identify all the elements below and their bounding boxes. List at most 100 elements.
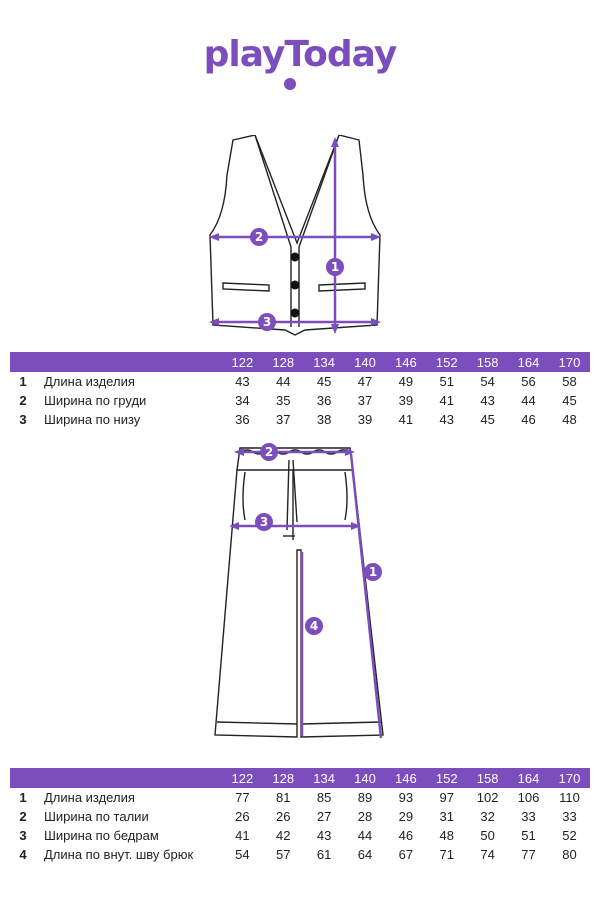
cell-value: 46 (521, 412, 536, 427)
cell-value: 102 (476, 790, 499, 805)
cell-value: 85 (316, 790, 332, 805)
row-label: Ширина по талии (43, 809, 149, 824)
vest-marker-2: 2 (250, 228, 268, 246)
vest-marker-1: 1 (326, 258, 344, 276)
row-number: 2 (19, 809, 27, 824)
row-label: Ширина по груди (43, 393, 147, 408)
pants-marker-2: 2 (260, 443, 278, 461)
svg-text:3: 3 (263, 315, 271, 329)
cell-value: 46 (398, 828, 414, 843)
size-header: 140 (344, 768, 386, 788)
vest-button-2 (290, 280, 300, 290)
size-header: 170 (548, 352, 590, 372)
table-row: 1 Длина изделия 77 81 85 89 93 97 102 10… (10, 788, 590, 807)
size-header: 158 (467, 768, 509, 788)
cell-value: 52 (562, 828, 577, 843)
cell-value: 77 (521, 847, 536, 862)
size-header: 152 (426, 768, 468, 788)
cell-value: 26 (235, 809, 250, 824)
cell-value: 36 (235, 412, 250, 427)
cell-value: 44 (521, 393, 536, 408)
size-header: 122 (221, 352, 263, 372)
pants-marker-1: 1 (364, 563, 382, 581)
pants-marker-3: 3 (255, 513, 273, 531)
pants-size-table: 122 128 134 140 146 152 158 164 170 1 Дл… (10, 768, 590, 864)
svg-text:2: 2 (265, 445, 273, 459)
cell-value: 43 (316, 828, 332, 843)
vest-button-3 (290, 308, 300, 318)
cell-value: 45 (316, 374, 332, 389)
cell-value: 38 (316, 412, 332, 427)
row-number: 1 (19, 374, 27, 389)
pants-drawing: 1 2 3 4 (205, 440, 395, 750)
cell-value: 110 (559, 790, 580, 805)
svg-text:4: 4 (310, 619, 318, 633)
size-header: 152 (426, 352, 468, 372)
cell-value: 27 (316, 809, 332, 824)
cell-value: 74 (480, 847, 495, 862)
cell-value: 58 (562, 374, 577, 389)
vest-button-1 (290, 252, 300, 262)
cell-value: 37 (357, 393, 373, 408)
size-header: 128 (262, 768, 304, 788)
vest-size-table: 122 128 134 140 146 152 158 164 170 1 Дл… (10, 352, 590, 429)
row-label: Длина изделия (43, 374, 135, 389)
row-label: Длина по внут. шву брюк (43, 847, 194, 862)
row-number: 3 (19, 412, 27, 427)
cell-value: 45 (562, 393, 577, 408)
cell-value: 80 (562, 847, 577, 862)
size-header: 134 (303, 352, 345, 372)
row-label: Длина изделия (43, 790, 135, 805)
logo-dot (284, 78, 296, 90)
svg-text:2: 2 (255, 230, 263, 244)
cell-value: 50 (480, 828, 495, 843)
cell-value: 89 (357, 790, 373, 805)
svg-text:1: 1 (369, 565, 377, 579)
size-header: 170 (548, 768, 590, 788)
row-number: 2 (19, 393, 27, 408)
cell-value: 43 (480, 393, 495, 408)
cell-value: 36 (316, 393, 332, 408)
cell-value: 29 (398, 809, 414, 824)
cell-value: 32 (480, 809, 495, 824)
pants-marker-4: 4 (305, 617, 323, 635)
table-row: 2 Ширина по талии 26 26 27 28 29 31 32 3… (10, 807, 590, 826)
cell-value: 56 (521, 374, 536, 389)
cell-value: 54 (235, 847, 250, 862)
cell-value: 34 (235, 393, 250, 408)
cell-value: 39 (357, 412, 373, 427)
row-number: 1 (19, 790, 27, 805)
vest-marker-3: 3 (258, 313, 276, 331)
cell-value: 42 (276, 828, 291, 843)
cell-value: 33 (562, 809, 577, 824)
size-header: 146 (385, 768, 427, 788)
brand-logo: playToday (203, 34, 398, 75)
row-number: 3 (19, 828, 27, 843)
cell-value: 35 (276, 393, 291, 408)
cell-value: 97 (439, 790, 455, 805)
cell-value: 106 (517, 790, 540, 805)
cell-value: 57 (276, 847, 291, 862)
cell-value: 43 (439, 412, 455, 427)
cell-value: 41 (235, 828, 250, 843)
size-header: 128 (262, 352, 304, 372)
size-header: 164 (508, 352, 549, 372)
size-header: 164 (508, 768, 549, 788)
cell-value: 48 (439, 828, 455, 843)
cell-value: 26 (276, 809, 291, 824)
size-header: 146 (385, 352, 427, 372)
cell-value: 44 (276, 374, 291, 389)
svg-text:1: 1 (331, 260, 339, 274)
vest-table-header: 122 128 134 140 146 152 158 164 170 (10, 352, 590, 372)
cell-value: 44 (357, 828, 373, 843)
cell-value: 93 (398, 790, 414, 805)
row-label: Ширина по низу (43, 412, 141, 427)
cell-value: 71 (439, 847, 455, 862)
cell-value: 31 (439, 809, 455, 824)
pants-table-header: 122 128 134 140 146 152 158 164 170 (10, 768, 590, 788)
cell-value: 45 (480, 412, 495, 427)
vest-drawing: 1 2 3 (205, 135, 385, 340)
cell-value: 54 (480, 374, 495, 389)
cell-value: 47 (357, 374, 373, 389)
table-row: 2 Ширина по груди 34 35 36 37 39 41 43 4… (10, 391, 590, 410)
